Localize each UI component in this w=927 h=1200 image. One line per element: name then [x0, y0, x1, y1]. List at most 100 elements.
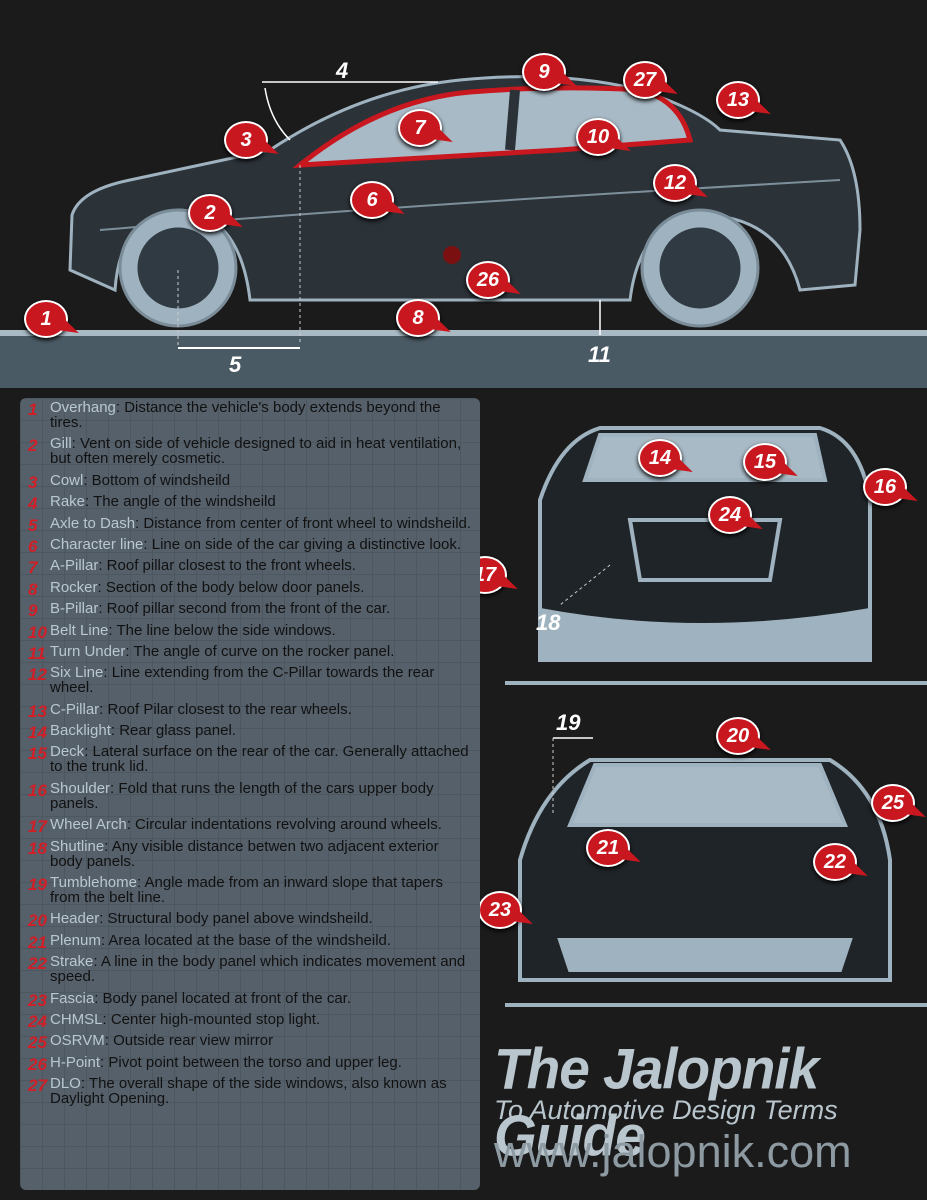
glossary-definition: : Lateral surface on the rear of the car…: [50, 743, 469, 776]
glossary-term: Rake: [50, 493, 86, 511]
callout-27: 27: [623, 61, 667, 99]
glossary-definition: : Roof pillar closest to the front wheel…: [98, 557, 356, 575]
callout-24: 24: [708, 496, 752, 534]
rear-view-car: [505, 426, 927, 685]
glossary-term: Turn Under: [50, 642, 126, 660]
glossary-term: OSRVM: [50, 1032, 105, 1050]
glossary-number: 26: [28, 1054, 47, 1074]
callout-23: 23: [478, 891, 522, 929]
glossary-term: Axle to Dash: [50, 514, 136, 532]
glossary-term: Shoulder: [50, 779, 111, 797]
glossary-number: 12: [28, 665, 47, 685]
glossary-term: Rocker: [50, 578, 98, 596]
glossary-number: 21: [28, 932, 47, 952]
glossary-number: 18: [28, 838, 47, 858]
glossary-term: C-Pillar: [50, 700, 100, 718]
glossary-definition: : Roof pillar second from the front of t…: [98, 600, 391, 618]
glossary-term: DLO: [50, 1075, 81, 1093]
glossary-number: 4: [28, 494, 38, 514]
callout-10: 10: [576, 118, 620, 156]
dimension-19: 19: [556, 710, 581, 735]
glossary-definition: : Structural body panel above windsheild…: [99, 910, 373, 928]
glossary-definition: : Distance from center of front wheel to…: [135, 514, 472, 532]
glossary-definition: : Area located at the base of the windsh…: [100, 931, 392, 949]
glossary-term: Deck: [50, 743, 85, 761]
glossary-number: 3: [28, 472, 38, 492]
glossary-definition: : Roof Pilar closest to the rear wheels.: [99, 700, 352, 718]
glossary-term: H-Point: [50, 1053, 101, 1071]
dimension-5: 5: [229, 352, 242, 377]
glossary-number: 16: [28, 780, 47, 800]
glossary-number: 7: [28, 558, 38, 578]
glossary-number: 10: [28, 622, 47, 642]
glossary-number: 2: [28, 436, 38, 456]
glossary-term: Gill: [50, 435, 72, 453]
glossary-term: Fascia: [50, 989, 95, 1007]
guide-title: The Jalopnik Guide: [494, 1035, 819, 1169]
side-view-car: [68, 75, 862, 349]
callout-7: 7: [398, 109, 442, 147]
glossary-item: 1 Overhang: Distance the vehicle's body e…: [28, 400, 472, 430]
glossary-number: 1: [28, 400, 38, 419]
callout-3: 3: [224, 121, 268, 159]
glossary-definition: : Distance the vehicle's body extends be…: [50, 399, 441, 431]
glossary-definition: : Any visible distance betwen two adjace…: [50, 837, 439, 870]
ground: [0, 330, 927, 388]
glossary-definition: : Fold that runs the length of the cars …: [50, 779, 434, 812]
callout-9: 9: [522, 53, 566, 91]
callout-20: 20: [716, 717, 760, 755]
glossary-term: Backlight: [50, 722, 111, 740]
glossary-term: CHMSL: [50, 1010, 103, 1028]
glossary-number: 8: [28, 579, 38, 599]
glossary-number: 19: [28, 875, 47, 895]
glossary-definition: : Line extending from the C-Pillar towar…: [50, 664, 435, 697]
callout-13: 13: [716, 81, 760, 119]
glossary-definition: : Rear glass panel.: [110, 722, 236, 740]
callout-26: 26: [466, 261, 510, 299]
dimension-11: 11: [588, 342, 611, 367]
glossary-number: 22: [28, 954, 47, 974]
glossary-number: 11: [28, 643, 46, 663]
glossary-number: 9: [28, 601, 38, 621]
glossary-term: B-Pillar: [50, 600, 99, 618]
glossary-number: 14: [28, 723, 47, 743]
glossary-term: Shutline: [50, 837, 105, 855]
glossary-panel: 1 Overhang: Distance the vehicle's body e…: [20, 398, 480, 1190]
glossary-number: 17: [28, 817, 47, 837]
glossary-definition: : The line below the side windows.: [108, 621, 336, 639]
website-link[interactable]: www.jalopnik.com: [494, 1126, 852, 1177]
glossary-term: Strake: [50, 953, 94, 971]
glossary-item: 2 Gill: Vent on side of vehicle designed …: [28, 436, 472, 466]
glossary-definition: : The angle of curve on the rocker panel…: [125, 642, 395, 660]
glossary-number: 23: [28, 990, 47, 1010]
glossary-term: Header: [50, 910, 100, 928]
glossary-definition: : The angle of the windsheild: [85, 493, 276, 511]
dimension-4: 4: [336, 58, 349, 83]
callout-2: 2: [188, 194, 232, 232]
callout-8: 8: [396, 299, 440, 337]
glossary-number: 25: [28, 1033, 47, 1053]
glossary-definition: : Center high-mounted stop light.: [102, 1010, 321, 1028]
glossary-term: Belt Line: [50, 621, 109, 639]
glossary-term: Tumblehome: [50, 874, 137, 892]
glossary-definition: : Angle made from an inward slope that t…: [50, 874, 443, 907]
glossary-term: Cowl: [50, 471, 84, 489]
glossary-number: 13: [28, 701, 47, 721]
glossary-definition: : Vent on side of vehicle designed to ai…: [50, 435, 462, 468]
glossary-term: Overhang: [50, 399, 116, 416]
